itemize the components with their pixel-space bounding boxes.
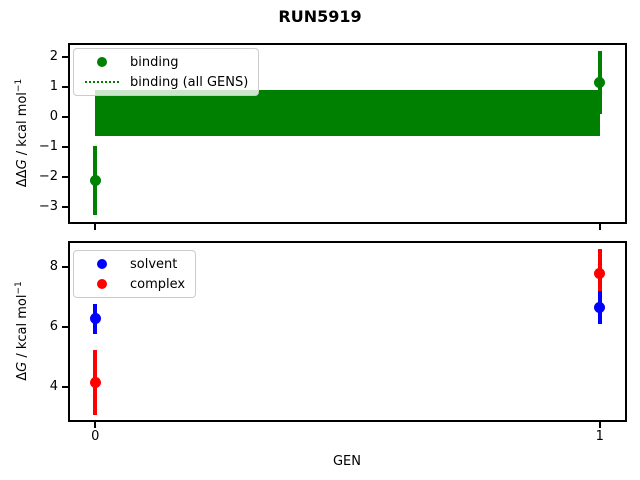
ylabel-exponent: −1	[13, 281, 24, 295]
ylabel-symbol: G	[15, 159, 31, 170]
y-tick-label: −3	[38, 199, 58, 214]
legend-solvent-complex: solvent complex	[73, 250, 197, 298]
y-tick-label: −2	[38, 169, 58, 184]
axes-solvent-complex: solvent complex	[68, 241, 627, 422]
legend-handle	[80, 57, 124, 67]
x-tick-mark	[94, 422, 97, 428]
y-tick-label: 8	[49, 259, 58, 274]
legend-handle	[80, 259, 124, 269]
y-tick-label: 2	[49, 49, 58, 64]
x-tick-mark	[598, 224, 601, 230]
y-tick-mark	[62, 326, 68, 328]
data-point-marker	[594, 268, 606, 280]
x-axis-label: GEN	[332, 454, 361, 469]
y-tick-label: 4	[49, 379, 58, 394]
ylabel-symbol: G	[15, 361, 31, 372]
legend-handle	[80, 279, 124, 289]
legend-label-binding: binding	[130, 54, 179, 70]
y-tick-mark	[62, 86, 68, 88]
data-point-marker	[594, 77, 606, 88]
legend-item-binding-all-gens: binding (all GENS)	[80, 72, 248, 92]
y-tick-label: 6	[49, 319, 58, 334]
data-point-marker	[594, 302, 606, 313]
legend-handle	[80, 81, 124, 83]
complex-dot-icon	[97, 279, 107, 289]
figure-title: RUN5919	[278, 7, 362, 26]
y-tick-mark	[62, 206, 68, 208]
y-tick-label: 0	[49, 109, 58, 124]
legend-binding: binding binding (all GENS)	[73, 48, 260, 96]
y-tick-label: 1	[49, 79, 58, 94]
y-tick-mark	[62, 266, 68, 268]
data-point-marker	[89, 377, 101, 388]
dotted-line-icon	[85, 81, 119, 83]
legend-label-complex: complex	[130, 276, 186, 292]
x-tick-mark	[598, 422, 601, 428]
confidence-band	[95, 90, 600, 136]
legend-item-solvent: solvent	[80, 254, 185, 274]
y-tick-mark	[62, 56, 68, 58]
binding-dot-icon	[97, 57, 107, 67]
y-tick-mark	[62, 116, 68, 118]
y-tick-mark	[62, 386, 68, 388]
legend-item-binding: binding	[80, 52, 248, 72]
axes-binding: binding binding (all GENS)	[68, 43, 627, 224]
y-tick-label: −1	[38, 139, 58, 154]
solvent-dot-icon	[97, 259, 107, 269]
data-point-marker	[89, 313, 101, 325]
x-tick-mark	[94, 224, 97, 230]
x-tick-label: 1	[595, 429, 604, 444]
legend-label-binding-all-gens: binding (all GENS)	[130, 74, 249, 90]
y-tick-mark	[62, 176, 68, 178]
legend-item-complex: complex	[80, 274, 185, 294]
y-tick-mark	[62, 146, 68, 148]
legend-label-solvent: solvent	[130, 256, 178, 272]
x-tick-label: 0	[91, 429, 100, 444]
data-point-marker	[89, 174, 101, 186]
